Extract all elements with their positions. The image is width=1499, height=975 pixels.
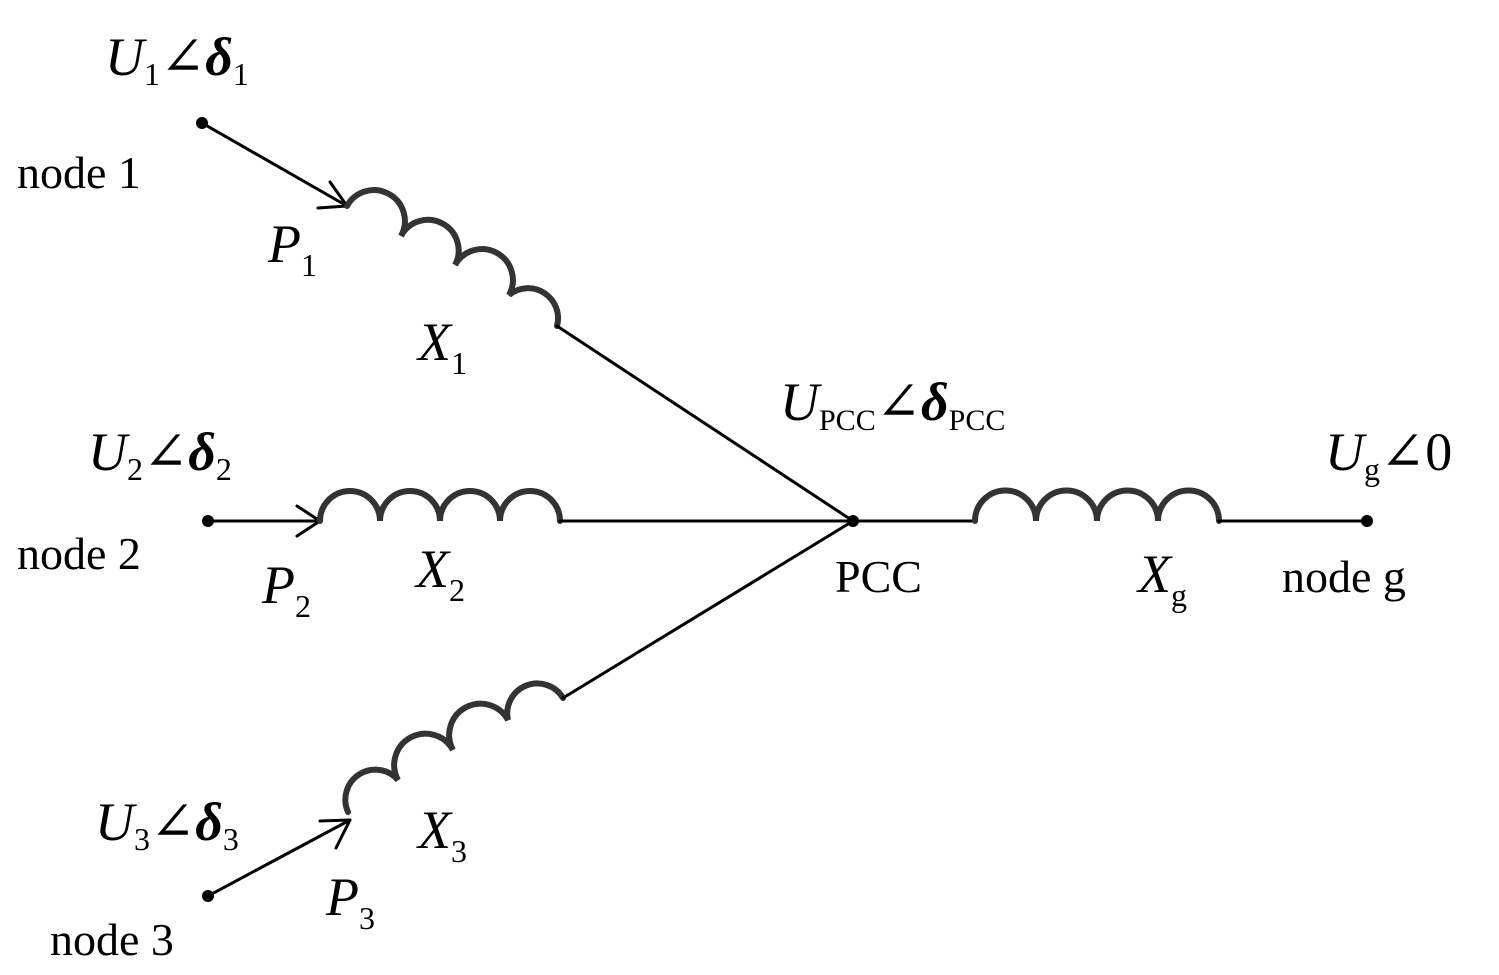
branch-grid (851, 487, 1373, 527)
pcc-label: PCC (835, 551, 922, 602)
node-1-dot (196, 117, 208, 129)
power-arrow-3 (318, 818, 352, 850)
line-x1-to-pcc (555, 324, 855, 523)
reactance-xg-label: Xg (1136, 544, 1187, 613)
power-3-label: P3 (325, 867, 375, 936)
node-2-label: node 2 (17, 528, 141, 579)
feeder-line-3 (206, 818, 352, 898)
voltage-g-label: Ug∠0 (1325, 420, 1452, 487)
node-3-label: node 3 (50, 914, 174, 965)
voltage-1-label: U1∠δ1 (105, 25, 249, 92)
branch-1 (196, 117, 855, 523)
branch-3 (202, 519, 855, 902)
voltage-pcc-label: UPCC∠δPCC (780, 370, 1005, 437)
inductor-x1 (344, 187, 562, 329)
power-1-label: P1 (267, 214, 317, 283)
pcc-dot (847, 515, 859, 527)
line-x3-to-pcc (561, 519, 855, 700)
node-2-dot (202, 515, 214, 527)
reactance-x1-label: X1 (416, 312, 467, 381)
node-g-dot (1361, 515, 1373, 527)
voltage-3-label: U3∠δ3 (95, 790, 239, 857)
node-1-label: node 1 (17, 147, 141, 198)
node-3-dot (202, 890, 214, 902)
node-g-label: node g (1282, 551, 1406, 602)
power-2-label: P2 (261, 555, 311, 624)
inductor-xg (972, 487, 1222, 524)
reactance-x3-label: X3 (416, 800, 467, 869)
inductor-x2 (317, 488, 563, 524)
reactance-x2-label: X2 (414, 539, 465, 608)
branch-2 (202, 488, 855, 538)
feeder-line-1 (200, 121, 349, 208)
voltage-2-label: U2∠δ2 (88, 420, 232, 487)
inductor-x3 (342, 680, 566, 815)
